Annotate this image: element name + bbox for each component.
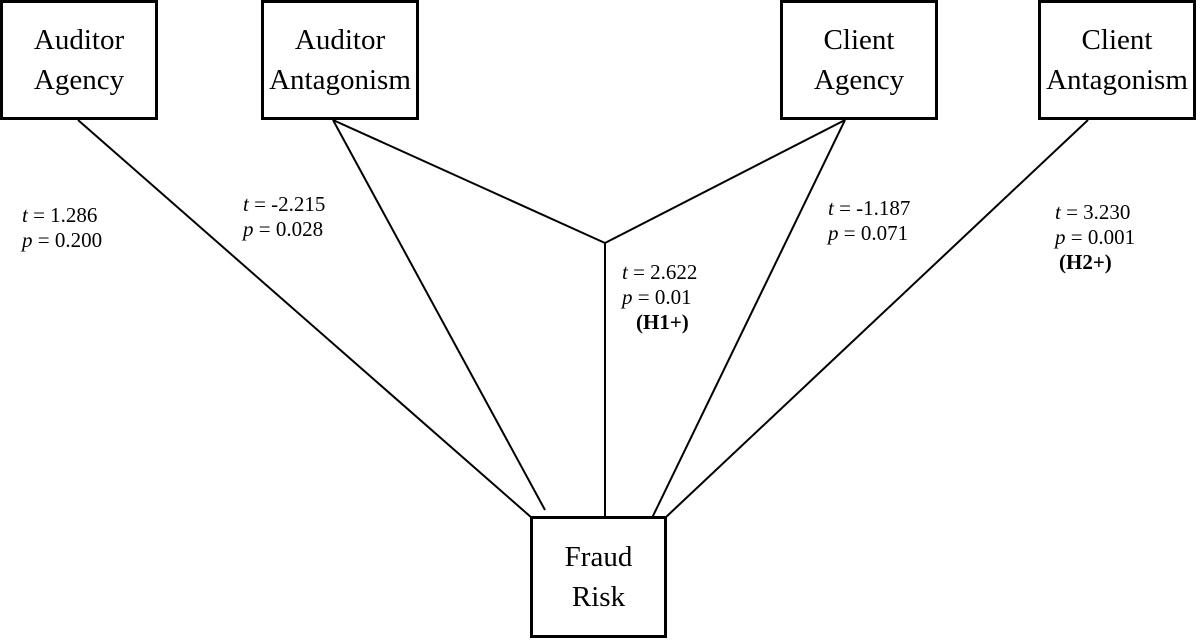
stat-interaction: t = 2.622 p = 0.01 (H1+) (622, 260, 697, 335)
node-label-line2: Risk (571, 581, 626, 613)
node-label-line2: Agency (33, 64, 125, 96)
hypothesis-label: (H2+) (1059, 250, 1112, 274)
stat-auditor-antagonism: t = -2.215 p = 0.028 (243, 192, 325, 242)
edge-auditor-agency (77, 119, 533, 519)
edge-auditor-antagonism (332, 119, 546, 511)
node-label-line1: Auditor (33, 24, 125, 56)
edge-auditor-antagonism-to-junction (332, 119, 606, 244)
node-label-line1: Client (823, 24, 895, 56)
stat-p-line: p = 0.001 (1055, 225, 1135, 250)
p-value: = 0.200 (32, 228, 103, 252)
t-value: = 2.622 (627, 260, 698, 284)
stat-t-line: t = -2.215 (243, 192, 325, 217)
t-value: = 1.286 (27, 203, 98, 227)
p-symbol: p (828, 221, 839, 245)
p-value: = 0.028 (253, 217, 324, 241)
edge-client-agency-to-junction (604, 119, 846, 244)
stat-p-line: p = 0.028 (243, 217, 325, 242)
t-symbol: t (828, 196, 834, 220)
node-fraud-risk: Fraud Risk (530, 516, 667, 638)
p-symbol: p (243, 217, 254, 241)
stat-t-line: t = -1.187 (828, 196, 910, 221)
p-value: = 0.071 (838, 221, 909, 245)
t-value: = -2.215 (248, 192, 326, 216)
stat-t-line: t = 2.622 (622, 260, 697, 285)
node-label-line1: Client (1081, 24, 1153, 56)
stat-t-line: t = 3.230 (1055, 200, 1135, 225)
p-value: = 0.01 (632, 285, 692, 309)
node-client-agency: Client Agency (780, 0, 938, 120)
t-symbol: t (622, 260, 628, 284)
stat-t-line: t = 1.286 (22, 203, 102, 228)
p-symbol: p (622, 285, 633, 309)
node-client-antagonism: Client Antagonism (1038, 0, 1196, 120)
t-symbol: t (243, 192, 249, 216)
t-value: = 3.230 (1060, 200, 1131, 224)
t-value: = -1.187 (833, 196, 911, 220)
node-label-line1: Fraud (564, 541, 633, 573)
t-symbol: t (1055, 200, 1061, 224)
edge-client-antagonism (664, 119, 1089, 519)
stat-p-line: p = 0.071 (828, 221, 910, 246)
node-label-line2: Antagonism (1046, 64, 1188, 96)
edge-client-agency (651, 119, 846, 519)
stat-client-agency: t = -1.187 p = 0.071 (828, 196, 910, 246)
node-auditor-agency: Auditor Agency (0, 0, 158, 120)
p-value: = 0.001 (1065, 225, 1136, 249)
stat-client-antagonism: t = 3.230 p = 0.001 (H2+) (1055, 200, 1135, 275)
stat-p-line: p = 0.200 (22, 228, 102, 253)
node-auditor-antagonism: Auditor Antagonism (261, 0, 419, 120)
node-label-line2: Antagonism (269, 64, 411, 96)
t-symbol: t (22, 203, 28, 227)
stat-p-line: p = 0.01 (622, 285, 697, 310)
p-symbol: p (1055, 225, 1066, 249)
stat-auditor-agency: t = 1.286 p = 0.200 (22, 203, 102, 253)
p-symbol: p (22, 228, 33, 252)
node-label-line2: Agency (813, 64, 905, 96)
node-label-line1: Auditor (294, 24, 386, 56)
hypothesis-label: (H1+) (636, 310, 689, 334)
